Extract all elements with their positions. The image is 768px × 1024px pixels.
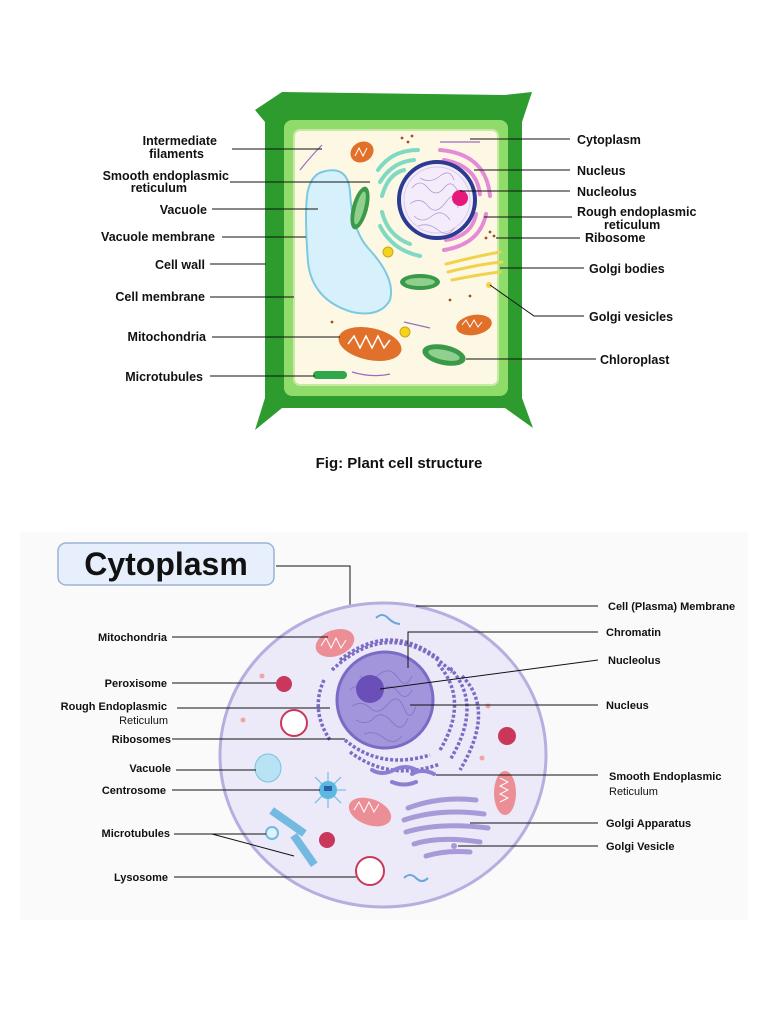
plant-golgi-bodies — [444, 250, 504, 282]
label-vacuole-membrane: Vacuole membrane — [101, 230, 215, 244]
plant-chloroplast-3 — [422, 344, 466, 366]
label-animal-smooth-er: Smooth Endoplasmic — [609, 771, 721, 783]
animal-mitochondrion-2 — [348, 797, 392, 827]
label-animal-microtubules: Microtubules — [102, 828, 170, 840]
plant-chromatin — [409, 172, 459, 234]
title-box — [57, 542, 275, 586]
animal-mitochondrion-3 — [494, 771, 516, 815]
label-smooth-er-2: reticulum — [131, 181, 187, 195]
animal-nucleolus — [356, 675, 384, 703]
label-cell-membrane: Cell membrane — [115, 290, 205, 304]
animal-lysosome-1 — [280, 709, 308, 737]
title-leader-line — [276, 565, 351, 614]
animal-microtubule-1 — [269, 807, 307, 837]
plant-chloroplast-1 — [350, 186, 370, 230]
label-animal-rough-er: Rough Endoplasmic — [61, 701, 167, 713]
plant-intermediate-filaments — [299, 141, 480, 377]
label-smooth-er: Smooth endoplasmic — [103, 169, 229, 183]
animal-vacuole — [254, 753, 282, 783]
label-vacuole: Vacuole — [160, 203, 207, 217]
plant-labels-right: Cytoplasm Nucleus Nucleolus Rough endopl… — [577, 133, 697, 367]
label-chromatin: Chromatin — [606, 627, 661, 639]
label-animal-vacuole: Vacuole — [129, 763, 171, 775]
animal-golgi-vesicle — [451, 843, 457, 849]
animal-microtubule-end — [265, 826, 279, 840]
plant-microtubules — [313, 371, 347, 379]
plant-smooth-er — [376, 148, 422, 258]
label-animal-smooth-er-2: Reticulum — [609, 786, 658, 798]
plant-golgi-vesicle — [486, 282, 492, 288]
label-animal-nucleolus: Nucleolus — [608, 655, 661, 667]
plant-cell-diagram: Intermediate filaments Smooth endoplasmi… — [101, 92, 697, 472]
animal-mitochondrion-1 — [315, 628, 355, 658]
label-animal-rough-er-2: Reticulum — [119, 715, 168, 727]
plant-mitochondrion-2 — [338, 326, 402, 362]
animal-cell-diagram: Cytoplasm — [20, 532, 748, 920]
label-animal-mitochondria: Mitochondria — [98, 632, 168, 644]
label-cytoplasm: Cytoplasm — [577, 133, 641, 147]
animal-filament-1 — [375, 614, 401, 625]
label-rough-er-2: reticulum — [604, 218, 660, 232]
plant-mitochondrion-3 — [456, 314, 492, 336]
label-chloroplast: Chloroplast — [600, 353, 670, 367]
label-microtubules: Microtubules — [125, 370, 203, 384]
plant-ribosomes — [330, 134, 496, 324]
label-nucleus: Nucleus — [577, 164, 626, 178]
animal-labels-right: Cell (Plasma) Membrane Chromatin Nucleol… — [606, 601, 735, 853]
animal-peroxisome-2 — [498, 727, 516, 745]
label-intermediate-filaments: Intermediate — [143, 134, 217, 148]
plant-nucleolus — [452, 190, 468, 206]
plant-vacuole — [305, 169, 392, 315]
plant-granule-2 — [399, 326, 411, 338]
animal-filament-2 — [403, 874, 429, 882]
label-peroxisome: Peroxisome — [105, 678, 167, 690]
label-golgi-bodies: Golgi bodies — [589, 262, 665, 276]
animal-leader-lines — [172, 605, 599, 878]
plant-figure-caption: Fig: Plant cell structure — [316, 455, 483, 472]
plant-chloroplast-2 — [400, 274, 440, 290]
label-cell-plasma-membrane: Cell (Plasma) Membrane — [608, 601, 735, 613]
animal-title: Cytoplasm — [84, 546, 248, 582]
label-ribosome: Ribosome — [585, 231, 645, 245]
label-animal-nucleus: Nucleus — [606, 700, 649, 712]
animal-labels-left: Mitochondria Peroxisome Rough Endoplasmi… — [61, 632, 171, 884]
animal-golgi-apparatus — [401, 796, 491, 859]
animal-peroxisome-3 — [319, 832, 335, 848]
label-ribosomes: Ribosomes — [112, 734, 171, 746]
plant-granule-1 — [382, 246, 394, 258]
animal-nucleus — [335, 650, 435, 750]
label-intermediate-filaments-2: filaments — [149, 147, 204, 161]
label-lysosome: Lysosome — [114, 872, 168, 884]
label-cell-wall: Cell wall — [155, 258, 205, 272]
animal-microtubule-2 — [290, 832, 318, 868]
plant-leader-lines — [210, 138, 596, 377]
label-rough-er: Rough endoplasmic — [577, 205, 697, 219]
animal-peroxisome-1 — [276, 676, 292, 692]
plant-mitochondrion-1 — [350, 141, 374, 163]
label-golgi-vesicles: Golgi vesicles — [589, 310, 673, 324]
animal-smooth-er — [370, 765, 436, 787]
label-golgi-apparatus: Golgi Apparatus — [606, 818, 691, 830]
animal-lysosome-2 — [355, 856, 385, 886]
label-nucleolus: Nucleolus — [577, 185, 637, 199]
label-golgi-vesicle: Golgi Vesicle — [606, 841, 674, 853]
label-centrosome: Centrosome — [102, 785, 166, 797]
label-mitochondria: Mitochondria — [128, 330, 208, 344]
plant-nucleus-envelope — [403, 166, 471, 234]
plant-labels-left: Intermediate filaments Smooth endoplasmi… — [101, 134, 229, 384]
